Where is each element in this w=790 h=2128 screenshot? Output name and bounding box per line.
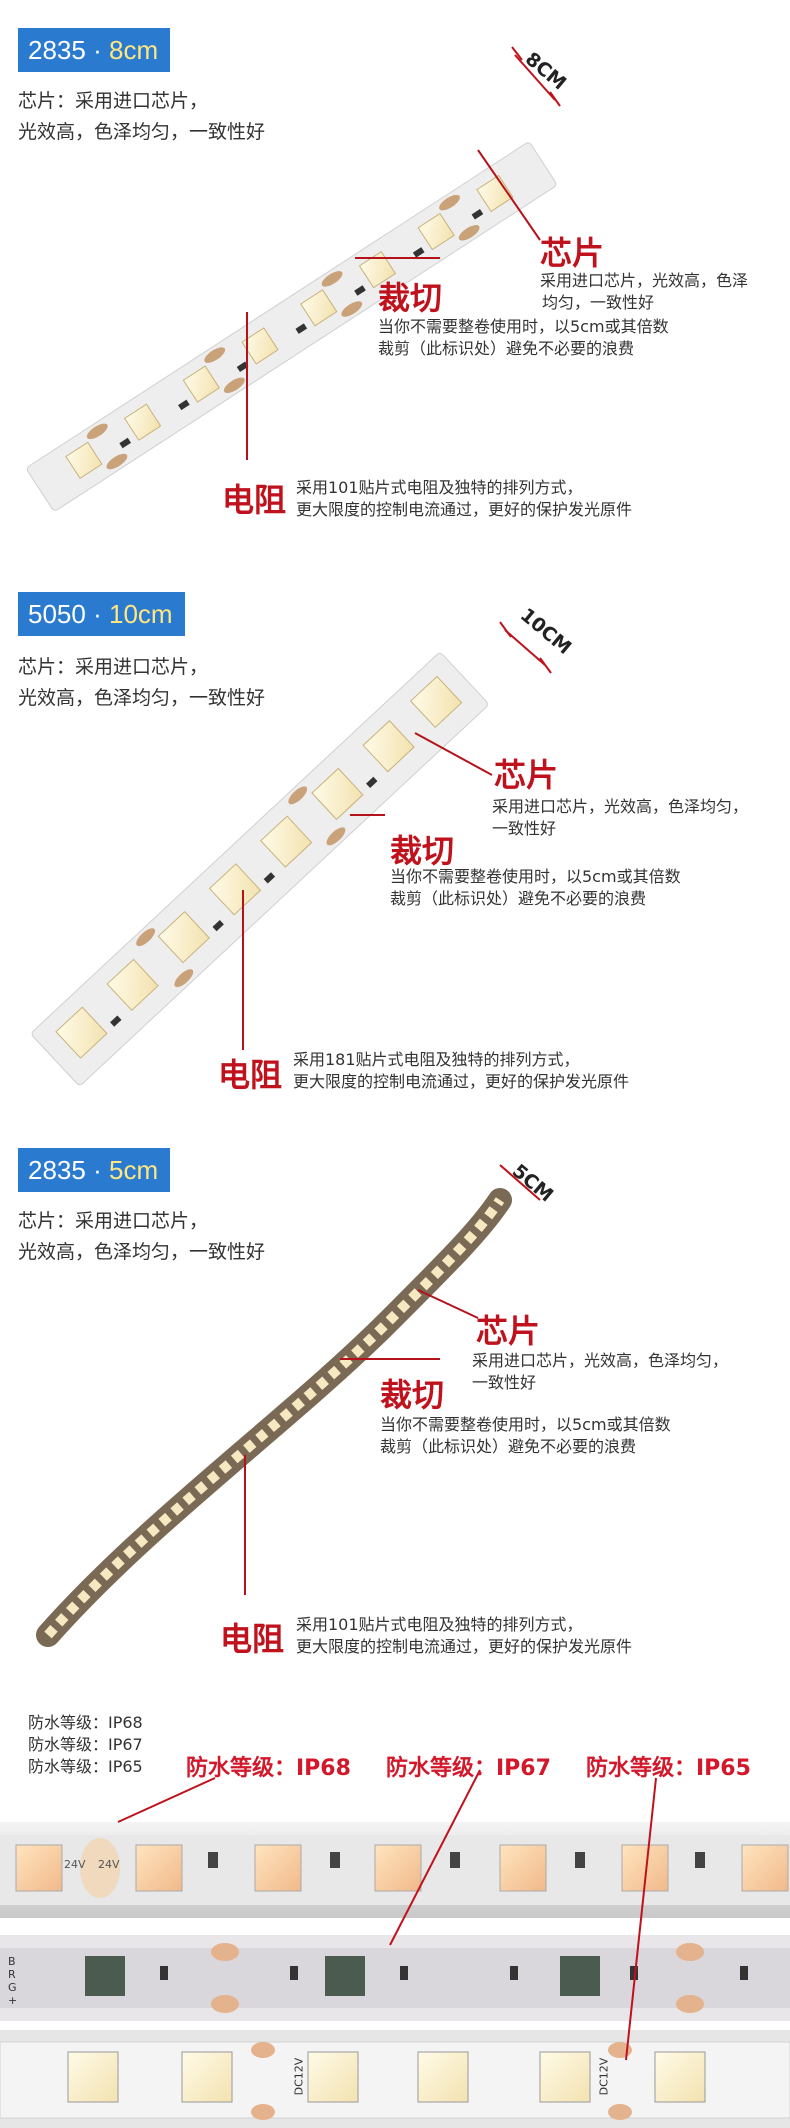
chip-desc-line: 采用进口芯片，光效高，色泽均匀， [472, 1351, 729, 1370]
chip-desc-line: 采用进口芯片，光效高，色泽均匀， [492, 797, 749, 816]
resistor-desc-1: 采用101贴片式电阻及独特的排列方式， 更大限度的控制电流通过，更好的保护发光原… [296, 477, 632, 521]
summary-line: 光效高，色泽均匀，一致性好 [18, 121, 266, 143]
led-strip-2 [31, 621, 552, 1086]
strip-voltage-mark: DC12V [292, 2057, 306, 2096]
segment-length: 8cm [108, 35, 159, 65]
ip65-label: 防水等级：IP65 [586, 1756, 751, 1781]
model-number: 2835 [28, 35, 86, 65]
cut-desc-line: 裁剪（此标识处）避免不必要的浪费 [390, 889, 647, 908]
strip-voltage-mark: DC12V [597, 2057, 611, 2096]
middle-dot: · [93, 35, 102, 65]
strip-pin-mark: G [8, 1981, 17, 1994]
ip67-strip [0, 1935, 790, 2021]
ip-leader-lines [117, 1769, 657, 2061]
resistor-desc-2: 采用181贴片式电阻及独特的排列方式， 更大限度的控制电流通过，更好的保护发光原… [293, 1049, 629, 1093]
ip68-label: 防水等级：IP68 [186, 1756, 351, 1781]
model-number: 5050 [28, 599, 86, 629]
model-badge-2: 5050 · 10cm [18, 592, 185, 636]
strip-voltage-mark: 24V [64, 1858, 86, 1871]
chip-desc-line: 一致性好 [492, 819, 557, 838]
resistor-desc-line: 更大限度的控制电流通过，更好的保护发光原件 [293, 1072, 630, 1091]
cut-desc-line: 当你不需要整卷使用时，以5cm或其倍数 [378, 317, 669, 336]
resistor-desc-line: 采用181贴片式电阻及独特的排列方式， [293, 1050, 580, 1069]
summary-line: 光效高，色泽均匀，一致性好 [18, 1241, 266, 1263]
resistor-desc-3: 采用101贴片式电阻及独特的排列方式， 更大限度的控制电流通过，更好的保护发光原… [296, 1614, 632, 1658]
chip-desc-2: 采用进口芯片，光效高，色泽均匀， 一致性好 [492, 796, 748, 840]
segment-length: 10cm [108, 599, 173, 629]
chip-title-3: 芯片 [476, 1312, 541, 1350]
cut-desc-2: 当你不需要整卷使用时，以5cm或其倍数 裁剪（此标识处）避免不必要的浪费 [390, 866, 681, 910]
ip-rating-item: 防水等级：IP68 [28, 1713, 143, 1732]
leader-lines-3 [244, 1289, 479, 1595]
resistor-desc-line: 更大限度的控制电流通过，更好的保护发光原件 [296, 500, 633, 519]
chip-summary-2: 芯片：采用进口芯片， 光效高，色泽均匀，一致性好 [18, 652, 265, 714]
resistor-desc-line: 更大限度的控制电流通过，更好的保护发光原件 [296, 1637, 633, 1656]
resistor-title-2: 电阻 [218, 1056, 283, 1094]
segment-length: 5cm [108, 1155, 159, 1185]
chip-desc-line: 一致性好 [472, 1373, 537, 1392]
ip-rating-list: 防水等级：IP68 防水等级：IP67 防水等级：IP65 [28, 1712, 143, 1778]
chip-summary-1: 芯片：采用进口芯片， 光效高，色泽均匀，一致性好 [18, 86, 265, 148]
strip-pin-mark: R [8, 1968, 16, 1981]
summary-line: 芯片：采用进口芯片， [18, 1210, 209, 1232]
resistor-desc-line: 采用101贴片式电阻及独特的排列方式， [296, 478, 583, 497]
resistor-desc-line: 采用101贴片式电阻及独特的排列方式， [296, 1615, 583, 1634]
cut-desc-1: 当你不需要整卷使用时，以5cm或其倍数 裁剪（此标识处）避免不必要的浪费 [378, 316, 669, 360]
led-strip-3 [36, 1164, 541, 1647]
cut-title-3: 裁切 [380, 1376, 445, 1414]
cut-desc-3: 当你不需要整卷使用时，以5cm或其倍数 裁剪（此标识处）避免不必要的浪费 [380, 1414, 671, 1458]
ip-rating-item: 防水等级：IP65 [28, 1757, 143, 1776]
leader-lines-1 [246, 149, 541, 460]
ip68-strip [0, 1822, 790, 1918]
chip-desc-3: 采用进口芯片，光效高，色泽均匀， 一致性好 [472, 1350, 728, 1394]
chip-title-2: 芯片 [494, 756, 559, 794]
cut-desc-line: 当你不需要整卷使用时，以5cm或其倍数 [390, 867, 681, 886]
leader-lines-2 [242, 732, 493, 1050]
middle-dot: · [93, 1155, 102, 1185]
chip-summary-3: 芯片：采用进口芯片， 光效高，色泽均匀，一致性好 [18, 1206, 265, 1268]
cut-desc-line: 裁剪（此标识处）避免不必要的浪费 [380, 1437, 637, 1456]
cut-desc-line: 裁剪（此标识处）避免不必要的浪费 [378, 339, 635, 358]
middle-dot: · [93, 599, 102, 629]
chip-desc-1: 采用进口芯片，光效高，色泽 均匀，一致性好 [540, 270, 748, 314]
strip-pin-mark: + [8, 1994, 18, 2007]
cut-title-1: 裁切 [378, 279, 443, 317]
summary-line: 芯片：采用进口芯片， [18, 656, 209, 678]
strip-voltage-mark: 24V [98, 1858, 120, 1871]
chip-desc-line: 均匀，一致性好 [542, 293, 655, 312]
resistor-title-3: 电阻 [220, 1620, 285, 1658]
summary-line: 光效高，色泽均匀，一致性好 [18, 687, 266, 709]
chip-title-1: 芯片 [540, 234, 605, 272]
model-badge-1: 2835 · 8cm [18, 28, 171, 72]
strip-pin-mark: B [8, 1955, 16, 1968]
model-number: 2835 [28, 1155, 86, 1185]
ip-rating-item: 防水等级：IP67 [28, 1735, 143, 1754]
cut-desc-line: 当你不需要整卷使用时，以5cm或其倍数 [380, 1415, 671, 1434]
ip65-strip [0, 2030, 790, 2128]
resistor-title-1: 电阻 [222, 481, 287, 519]
summary-line: 芯片：采用进口芯片， [18, 90, 209, 112]
ip67-label: 防水等级：IP67 [386, 1756, 551, 1781]
cut-title-2: 裁切 [390, 832, 455, 870]
model-badge-3: 2835 · 5cm [18, 1148, 171, 1192]
led-strip-1 [26, 46, 561, 511]
chip-desc-line: 采用进口芯片，光效高，色泽 [540, 271, 749, 290]
